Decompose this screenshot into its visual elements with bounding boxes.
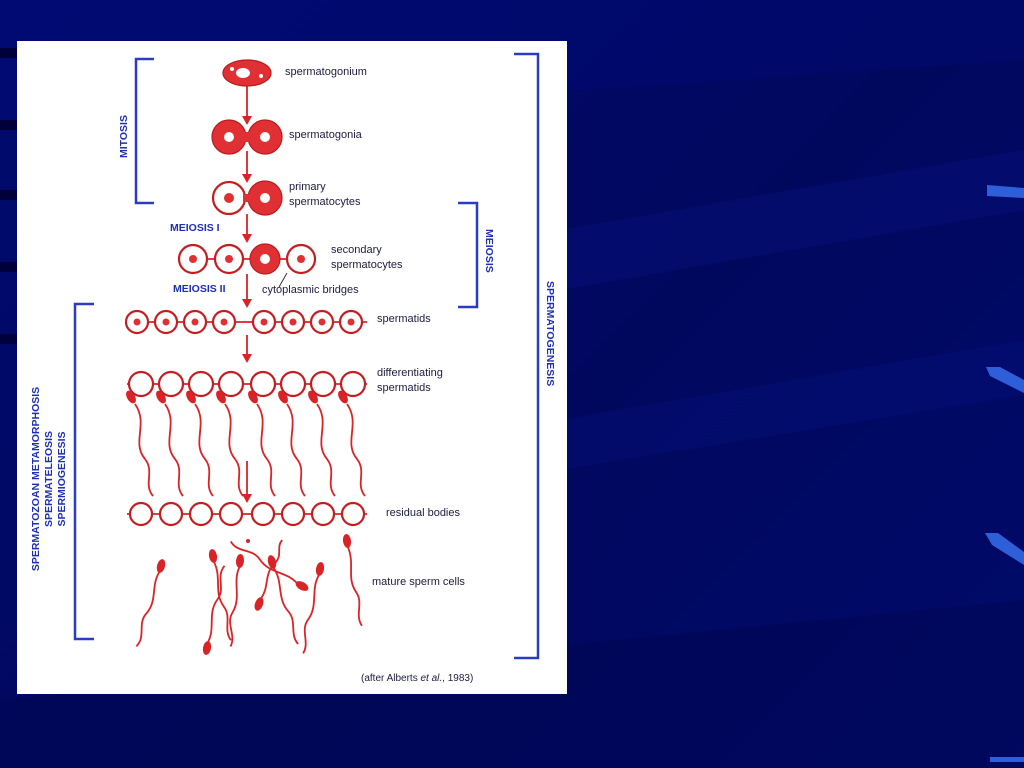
meiosis-bracket — [458, 203, 477, 307]
primary-spermatocytes-cells — [213, 181, 282, 215]
spermatogenesis-figure: spermatogonium spermatogonia primary spe… — [17, 41, 567, 694]
label-spermatids: spermatids — [377, 313, 431, 325]
residual-bodies-cells — [127, 503, 367, 525]
label-secondary-line1: secondary — [331, 244, 382, 256]
spermiogenesis-bracket — [75, 304, 94, 639]
spermatogonia-cells — [212, 120, 282, 154]
mitosis-bracket — [136, 59, 154, 203]
spermatids-cells — [126, 311, 367, 333]
label-meiosis-ii: MEIOSIS II — [173, 283, 226, 295]
label-differentiating-line2: spermatids — [377, 382, 431, 394]
label-primary-line1: primary — [289, 181, 326, 193]
label-meiosis-i: MEIOSIS I — [170, 222, 220, 234]
label-mitosis: MITOSIS — [118, 115, 130, 158]
label-spermatogenesis: SPERMATOGENESIS — [544, 281, 556, 386]
mature-sperm-cells — [135, 534, 363, 656]
differentiating-spermatids-cells — [124, 372, 367, 496]
citation: (after Alberts et al., 1983) — [361, 673, 473, 684]
label-spermatogonia: spermatogonia — [289, 129, 363, 141]
flow-arrows — [242, 86, 252, 503]
label-cytoplasmic-bridges: cytoplasmic bridges — [262, 284, 359, 296]
label-primary-line2: spermatocytes — [289, 196, 361, 208]
label-differentiating-line1: differentiating — [377, 367, 443, 379]
label-secondary-line2: spermatocytes — [331, 259, 403, 271]
secondary-spermatocytes-cells — [179, 244, 315, 274]
label-residual-bodies: residual bodies — [386, 507, 460, 519]
spermatogenesis-bracket — [514, 54, 538, 658]
label-spermiogenesis: SPERMIOGENESIS — [56, 431, 68, 526]
label-meiosis: MEIOSIS — [483, 229, 495, 273]
label-spermatogonium: spermatogonium — [285, 66, 367, 78]
spermatogonium-cell — [223, 60, 271, 86]
label-spermatozoan-metamorphosis: SPERMATOZOAN METAMORPHOSIS — [30, 387, 42, 571]
label-mature-sperm-cells: mature sperm cells — [372, 576, 465, 588]
label-spermateleosis: SPERMATELEOSIS — [43, 431, 55, 527]
